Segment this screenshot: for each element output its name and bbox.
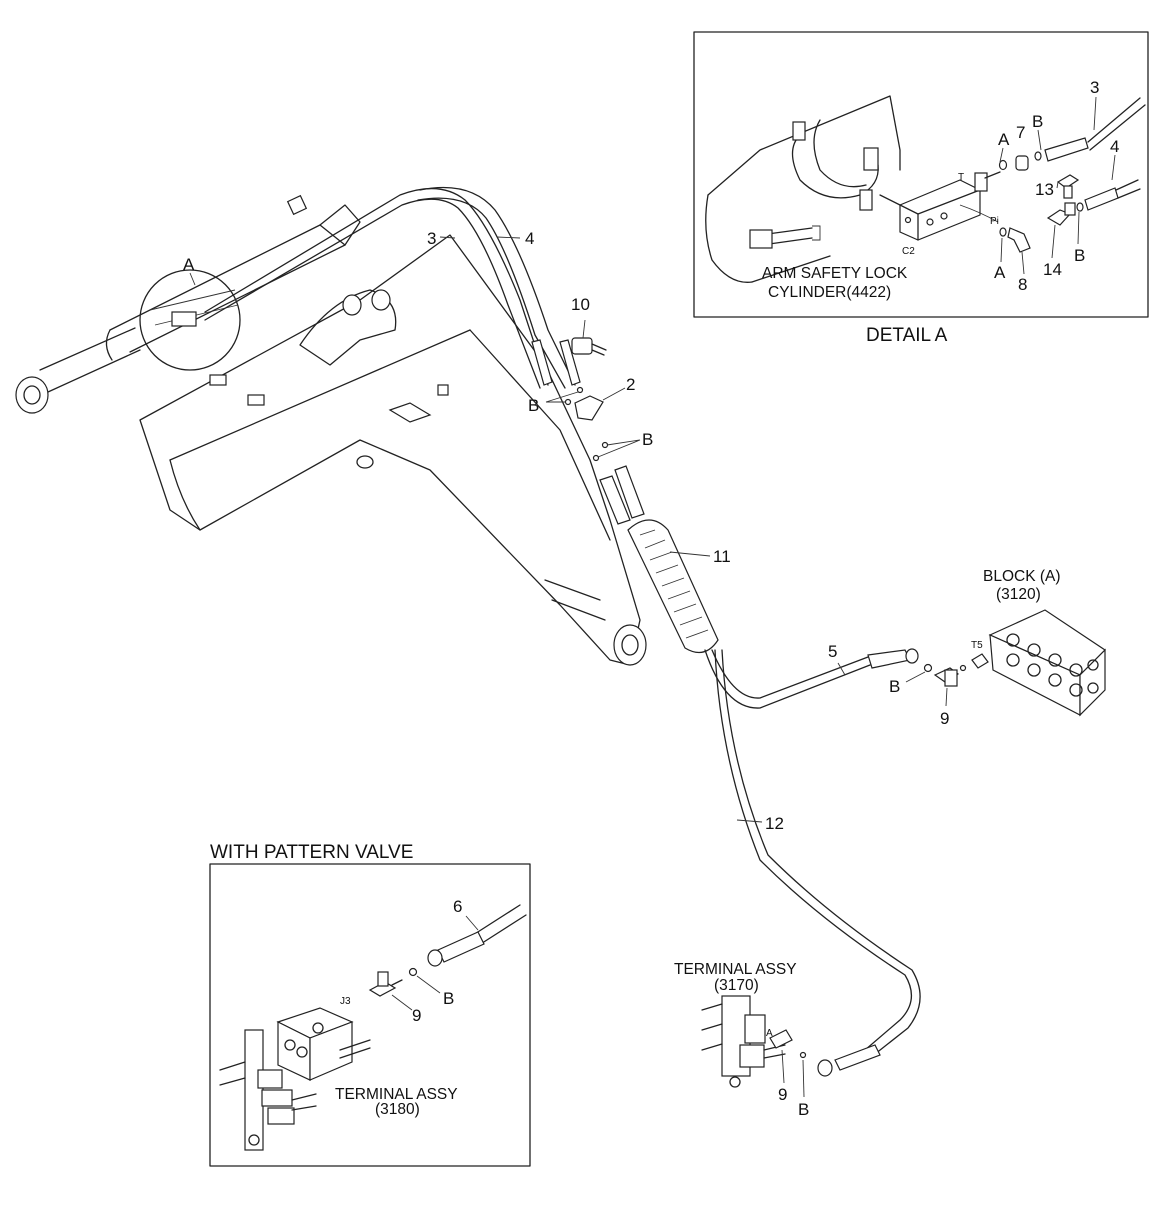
port-c2-label: C2 <box>902 246 915 257</box>
callout-b: B <box>889 677 900 696</box>
terminal-3170-label: TERMINAL ASSY <box>674 961 797 978</box>
callout-10: 10 <box>571 295 590 314</box>
pattern-valve-frame <box>209 863 531 1167</box>
port-t-label: T <box>958 172 964 183</box>
hose-12: 12 <box>714 649 921 1077</box>
hose-5: 5 B <box>704 642 933 709</box>
detail-a-title: DETAIL A <box>866 325 948 346</box>
port-t5-label: T5 <box>971 640 983 651</box>
pattern-valve-panel: WITH PATTERN VALVE 6 B 9 J3 TERMINA <box>209 842 531 1167</box>
callout-13: 13 <box>1035 180 1054 199</box>
block-2: 2 B B <box>528 375 653 462</box>
callout-3: 3 <box>1090 78 1099 97</box>
callout-3: 3 <box>427 229 436 248</box>
callout-14: 14 <box>1043 260 1062 279</box>
terminal-3180-label: TERMINAL ASSY <box>335 1086 458 1103</box>
terminal-3170-number: (3170) <box>714 977 759 994</box>
arm-cylinder <box>15 194 361 414</box>
callout-6: 6 <box>453 897 462 916</box>
callout-9: 9 <box>940 709 949 728</box>
callout-b: B <box>642 430 653 449</box>
callout-a: A <box>183 255 195 274</box>
cylinder-label-line1: ARM SAFETY LOCK <box>762 265 908 282</box>
protector-11: 11 <box>599 465 731 654</box>
callout-4: 4 <box>1110 137 1119 156</box>
callout-11: 11 <box>713 547 731 566</box>
pattern-valve-title: WITH PATTERN VALVE <box>210 842 413 863</box>
detail-a-frame <box>693 31 1149 318</box>
callout-a: A <box>994 263 1006 282</box>
callout-2: 2 <box>626 375 635 394</box>
detail-a-valve-block <box>879 171 1001 241</box>
detail-a-panel: A 7 B 3 4 13 B 14 A 8 T Pi C2 ARM SAFETY… <box>693 31 1149 346</box>
callout-b: B <box>1032 112 1043 131</box>
block-a-3120: BLOCK (A) (3120) <box>983 568 1106 717</box>
callout-9: 9 <box>412 1006 421 1025</box>
boom-arm: A <box>15 194 647 666</box>
callout-4: 4 <box>525 229 534 248</box>
block-a-number: (3120) <box>996 586 1041 603</box>
callout-b: B <box>1074 246 1085 265</box>
callout-a: A <box>998 130 1010 149</box>
cylinder-label-line2: CYLINDER(4422) <box>768 284 891 301</box>
terminal-3180-number: (3180) <box>375 1101 420 1118</box>
callout-12: 12 <box>765 814 784 833</box>
callout-8: 8 <box>1018 275 1027 294</box>
port-pi-label: Pi <box>990 216 999 227</box>
callout-b: B <box>528 396 539 415</box>
callout-b: B <box>443 989 454 1008</box>
tee-fitting-9: 9 T5 <box>933 640 989 728</box>
terminal-assy-3170: A TERMINAL ASSY (3170) 9 B <box>674 961 809 1119</box>
detail-a-fittings <box>998 97 1146 253</box>
detail-a-callout-circle <box>139 269 241 371</box>
block-a-label: BLOCK (A) <box>983 568 1061 585</box>
bolt-10: 10 <box>571 295 607 356</box>
port-a-label: A <box>766 1028 773 1039</box>
callout-b: B <box>798 1100 809 1119</box>
callout-9: 9 <box>778 1085 787 1104</box>
callout-5: 5 <box>828 642 837 661</box>
hoses-3-4 <box>204 186 581 389</box>
port-j3-label: J3 <box>340 996 351 1007</box>
detail-a-arm-body <box>705 95 901 283</box>
callout-7: 7 <box>1016 123 1025 142</box>
